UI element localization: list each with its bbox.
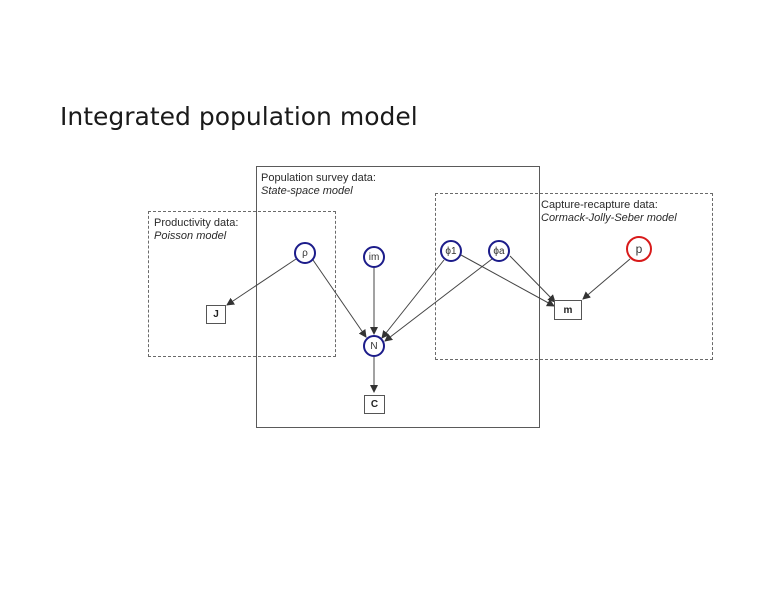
capture-recapture-data-title: Capture-recapture data:	[541, 199, 658, 211]
state-space-model-subtitle: State-space model	[261, 185, 353, 197]
J-node: J	[206, 305, 226, 324]
edge-phia-m	[509, 255, 556, 303]
im-node: im	[363, 246, 385, 268]
phi1-node: ϕ1	[440, 240, 462, 262]
productivity-data-title: Productivity data:	[154, 217, 239, 229]
edge-rho-J	[226, 258, 297, 306]
edge-rho-N	[312, 259, 367, 338]
capture-recapture-data-box	[435, 193, 713, 360]
m-node: m	[554, 300, 582, 320]
productivity-data-box	[148, 211, 336, 357]
edge-phi1-N	[381, 259, 445, 339]
phia-node: ϕa	[488, 240, 510, 262]
C-node: C	[364, 395, 385, 414]
p-node: p	[626, 236, 652, 262]
edge-p-m	[582, 258, 631, 300]
edge-phia-N	[384, 258, 493, 342]
population-survey-data-title: Population survey data:	[261, 172, 376, 184]
capture-recapture-data-label: Capture-recapture data: Cormack-Jolly-Se…	[541, 199, 677, 225]
edge-phi1-m	[460, 254, 555, 307]
productivity-data-label: Productivity data: Poisson model	[154, 217, 238, 243]
cjs-model-subtitle: Cormack-Jolly-Seber model	[541, 212, 677, 224]
population-survey-data-box	[256, 166, 540, 428]
poisson-model-subtitle: Poisson model	[154, 230, 227, 242]
N-node: N	[363, 335, 385, 357]
population-survey-data-label: Population survey data: State-space mode…	[261, 172, 376, 198]
page-title: Integrated population model	[60, 102, 418, 131]
rho-node: ρ	[294, 242, 316, 264]
